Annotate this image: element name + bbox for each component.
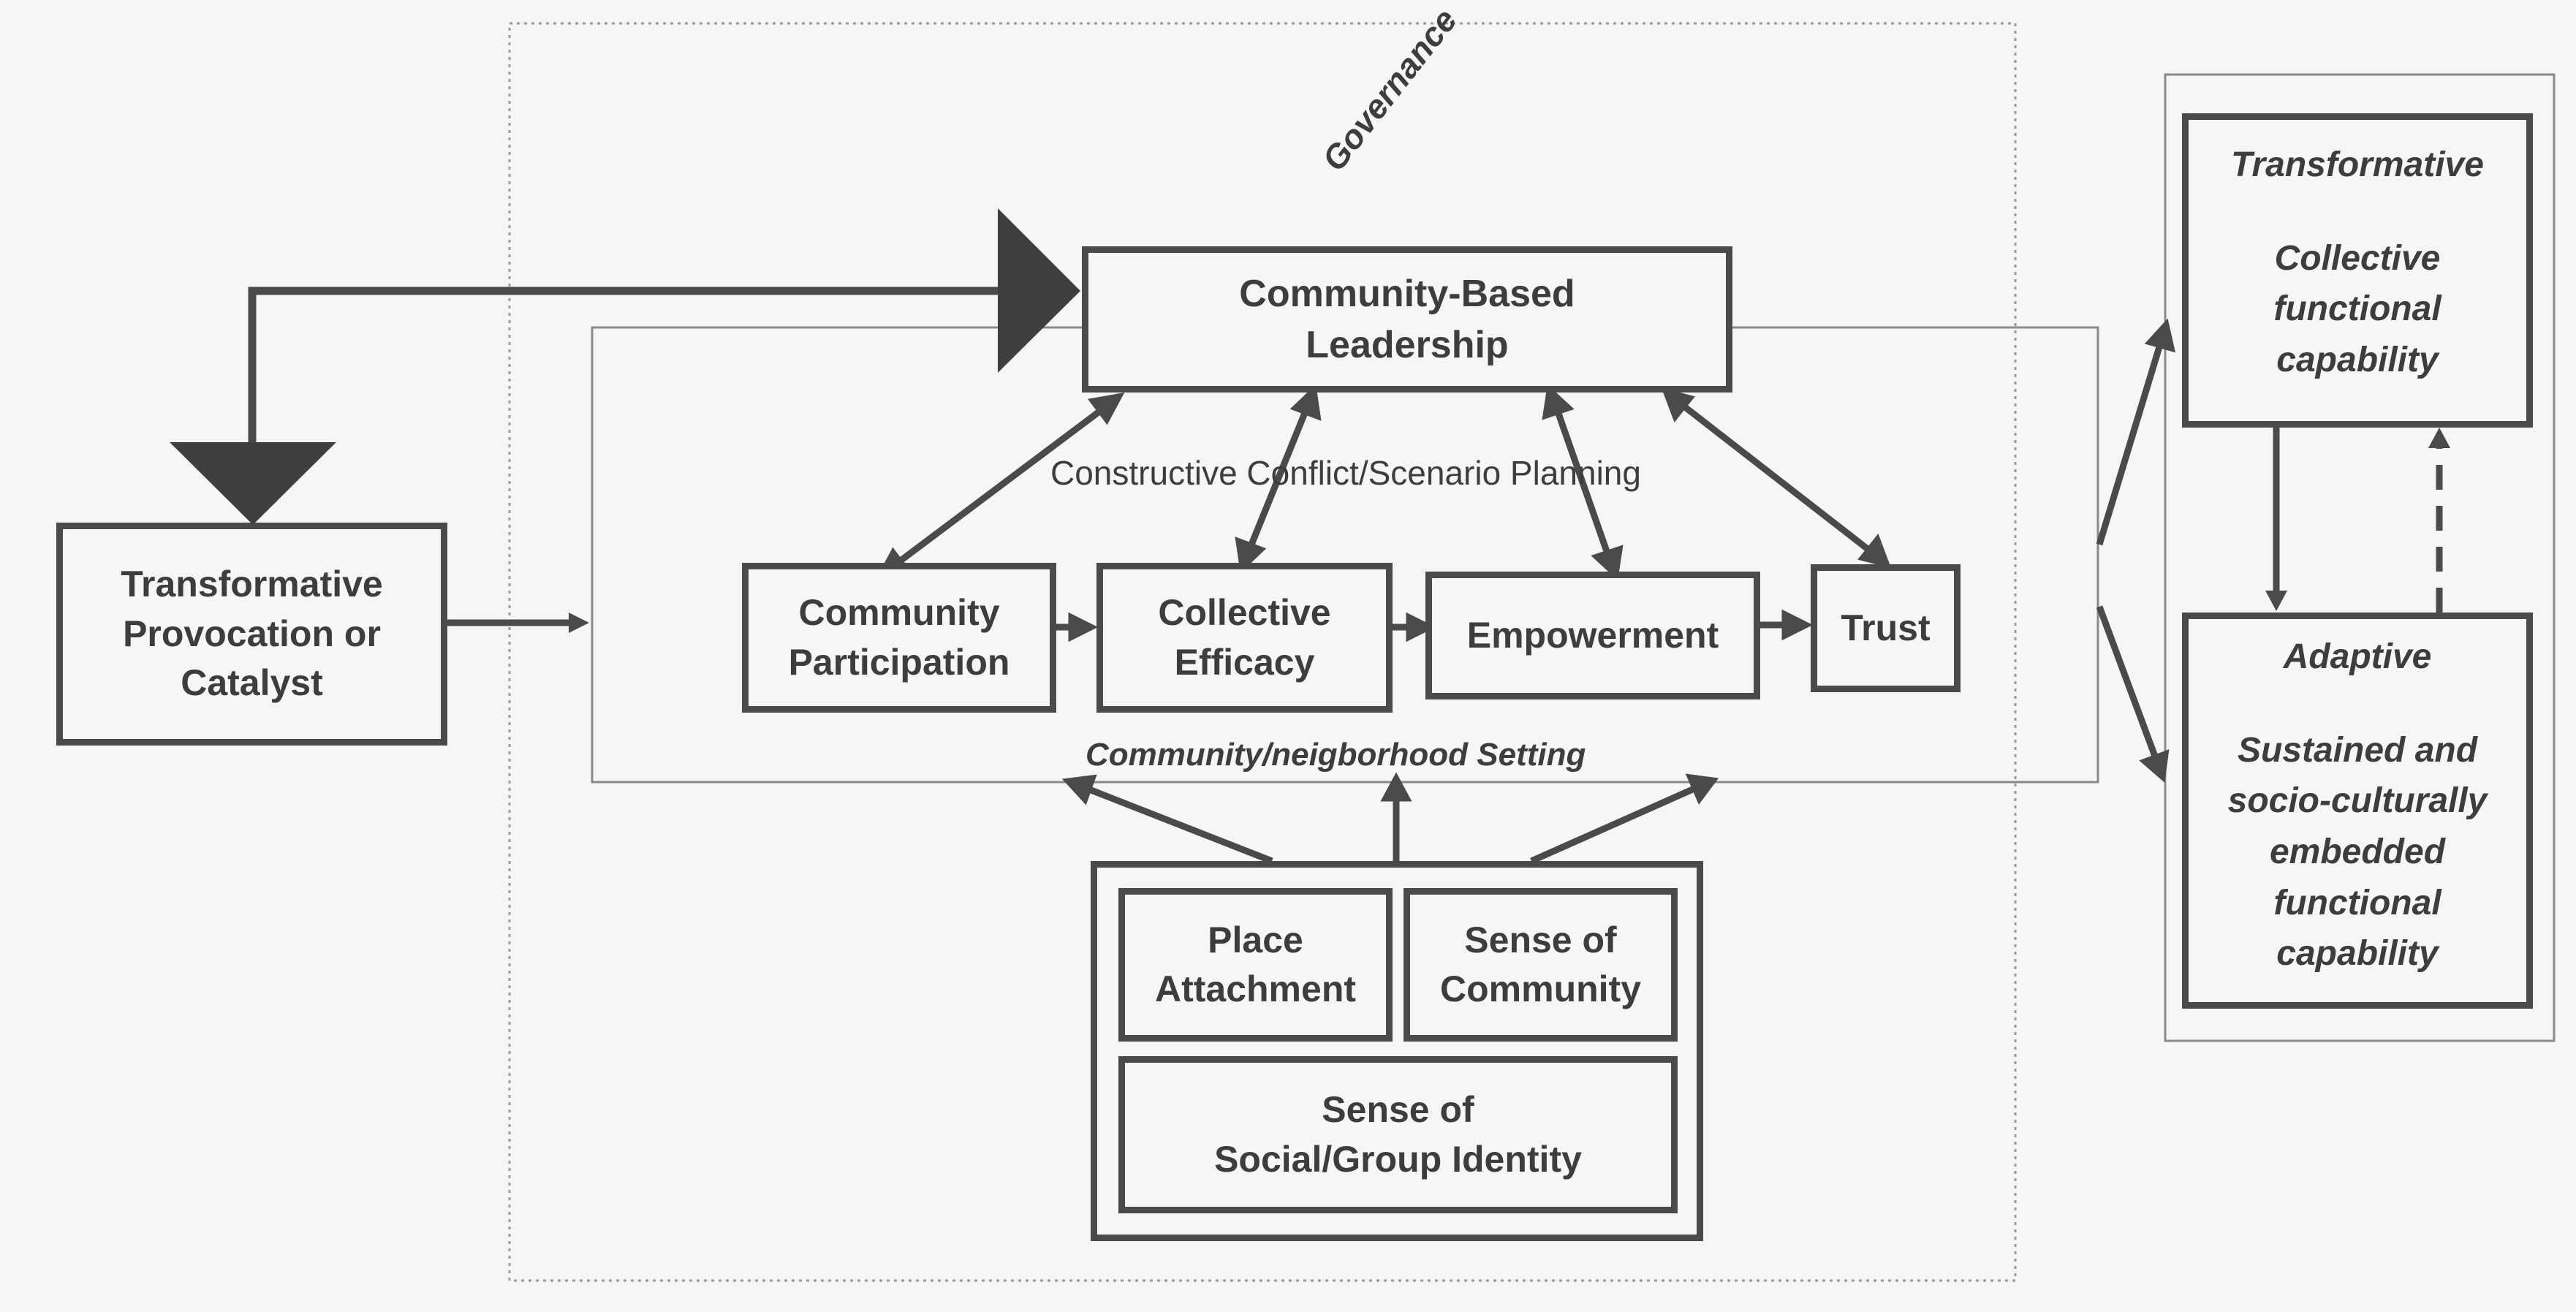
leadership-box: Community-Based Leadership	[1082, 246, 1732, 393]
identity-group-box	[1091, 861, 1703, 1241]
participation-label: Community Participation	[788, 592, 1010, 683]
leadership-triangle	[998, 208, 1080, 373]
identity-line-2: Social/Group Identity	[1214, 1138, 1582, 1180]
arrowhead	[569, 613, 589, 633]
adaptive-box: Adaptive Sustained and socio-culturally …	[2182, 613, 2533, 1009]
trust-label: Trust	[1841, 607, 1931, 648]
chain-arrows	[1056, 609, 1814, 642]
participation-box: Community Participation	[742, 563, 1056, 713]
place-attachment-box: Place Attachment	[1118, 888, 1393, 1042]
sense-of-community-box: Sense of Community	[1403, 888, 1678, 1042]
capability-links	[2265, 428, 2450, 613]
catalyst-label: Transformative Provocation or Catalyst	[121, 564, 383, 704]
efficacy-box: Collective Efficacy	[1096, 563, 1393, 713]
transformative-body: Collective functional capability	[2273, 238, 2441, 379]
adaptive-body: Sustained and socio-culturally embedded …	[2227, 730, 2488, 974]
catalyst-triangle	[170, 442, 336, 525]
catalyst-box: Transformative Provocation or Catalyst	[56, 523, 447, 746]
leadership-label: Community-Based Leadership	[1239, 272, 1575, 366]
outer-dotted-frame	[508, 22, 2017, 1282]
place-attachment-label: Place Attachment	[1154, 919, 1357, 1010]
empowerment-box: Empowerment	[1425, 572, 1760, 699]
outcome-frame	[2164, 73, 2556, 1042]
sense-of-community-label: Sense of Community	[1440, 919, 1641, 1010]
transformative-title: Transformative	[2231, 145, 2484, 184]
group-identity-box: Sense of Social/Group Identity	[1118, 1056, 1678, 1213]
identity-line-1: Sense of	[1322, 1089, 1474, 1130]
efficacy-label: Collective Efficacy	[1158, 592, 1331, 683]
identity-arrows	[1061, 772, 1719, 865]
empowerment-label: Empowerment	[1466, 614, 1719, 656]
outcome-arrows	[2096, 318, 2176, 783]
trust-box: Trust	[1811, 564, 1961, 692]
feedback-line	[248, 287, 1009, 442]
setting-label: Community/neigborhood Setting	[1086, 737, 1586, 773]
conflict-label: Constructive Conflict/Scenario Planning	[1050, 454, 1641, 492]
transformative-box: Transformative Collective functional cap…	[2182, 113, 2533, 428]
adaptive-title: Adaptive	[2283, 637, 2432, 676]
